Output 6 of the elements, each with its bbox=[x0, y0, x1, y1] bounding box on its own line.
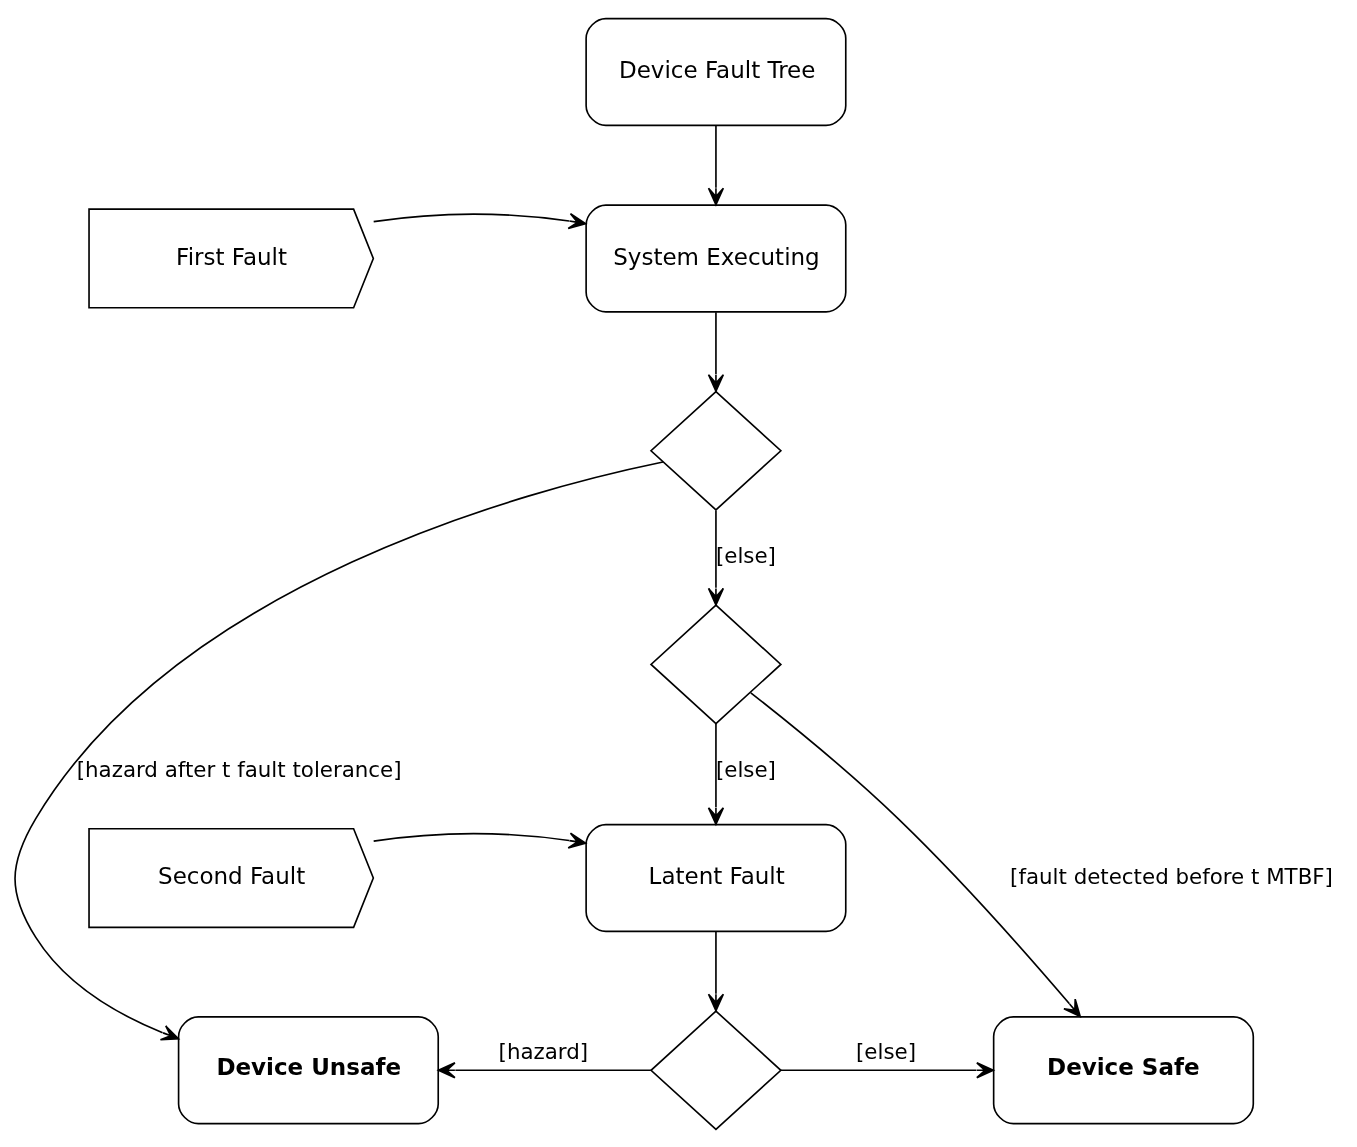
edge-label: [hazard after t fault tolerance] bbox=[76, 756, 402, 782]
edge-label: [hazard] bbox=[498, 1038, 589, 1064]
edge-label: [else] bbox=[715, 542, 776, 568]
edge-label: [else] bbox=[715, 756, 776, 782]
edge-label: [fault detected before t MTBF] bbox=[1010, 863, 1333, 889]
edge-label: [else] bbox=[856, 1038, 917, 1064]
